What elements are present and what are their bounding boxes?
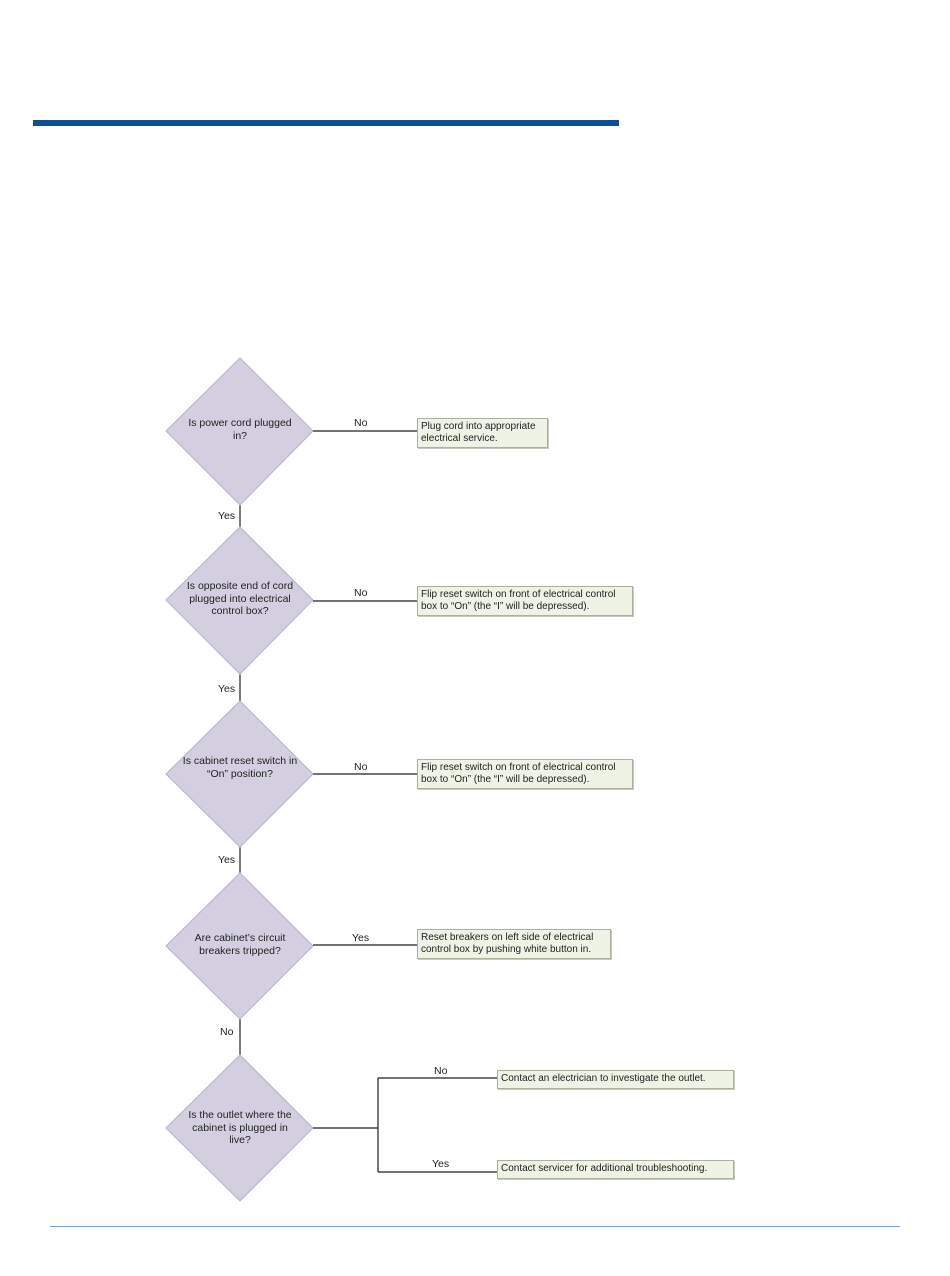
decision-diamond-5 xyxy=(165,1054,314,1202)
footer-rule xyxy=(50,1226,900,1227)
branch-2-no-label: No xyxy=(354,587,368,599)
question-5-text: Is the outlet where the cabinet is plugg… xyxy=(188,1109,292,1146)
down-2-label: Yes xyxy=(218,683,236,695)
decision-diamond-3 xyxy=(165,700,314,848)
question-1-text: Is power cord plugged in? xyxy=(188,417,292,442)
branch-4-yes-label: Yes xyxy=(352,932,370,944)
action-box-plug-cord: Plug cord into appropriate electrical se… xyxy=(417,418,548,448)
action-box-flip-reset-2: Flip reset switch on front of electrical… xyxy=(417,759,633,789)
branch-3-no-label: No xyxy=(354,761,368,773)
decision-diamond-1 xyxy=(165,357,314,506)
action-box-flip-reset-1: Flip reset switch on front of electrical… xyxy=(417,586,633,616)
action-box-contact-servicer: Contact servicer for additional troubles… xyxy=(497,1160,734,1179)
branch-5-no-label: No xyxy=(434,1065,448,1077)
question-4-text: Are cabinet’s circuit breakers tripped? xyxy=(194,932,286,957)
header-rule xyxy=(33,120,619,126)
question-3-text: Is cabinet reset switch in “On” position… xyxy=(182,755,298,780)
down-4-label: No xyxy=(220,1026,234,1038)
branch-5-yes-label: Yes xyxy=(432,1158,450,1170)
action-box-contact-electrician: Contact an electrician to investigate th… xyxy=(497,1070,734,1089)
question-2-text: Is opposite end of cord plugged into ele… xyxy=(186,580,294,617)
decision-diamond-4 xyxy=(165,872,314,1020)
action-box-reset-breakers: Reset breakers on left side of electrica… xyxy=(417,929,611,959)
down-1-label: Yes xyxy=(218,510,236,522)
branch-1-no-label: No xyxy=(354,417,368,429)
decision-diamond-2 xyxy=(165,526,314,675)
down-3-label: Yes xyxy=(218,854,236,866)
